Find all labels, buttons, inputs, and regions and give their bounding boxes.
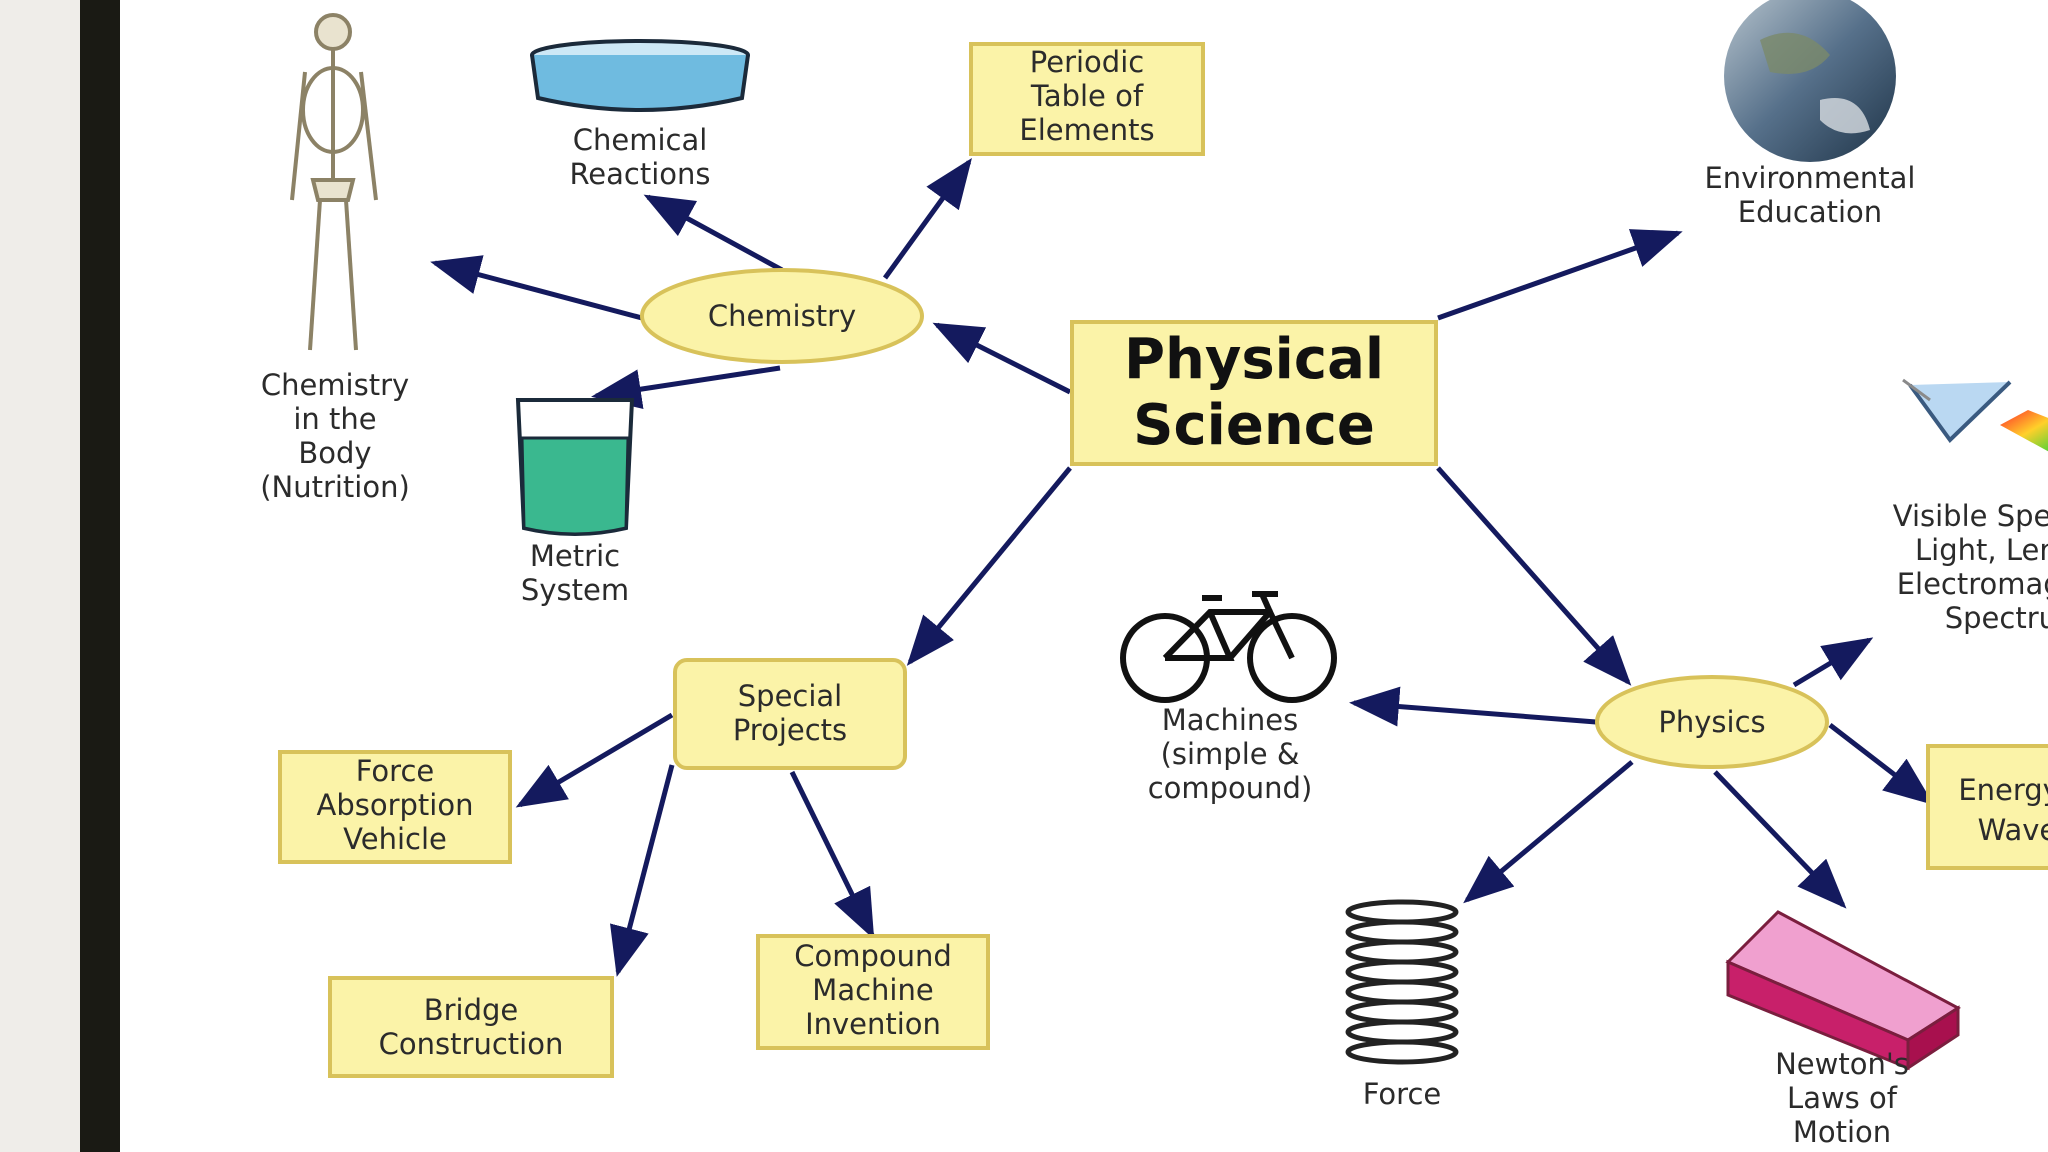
spectrum-line1: Visible Spectrum [1893,499,2048,533]
environmental-line1: Environmental [1704,161,1915,195]
bridge-line2: Construction [379,1027,564,1061]
metric-line2: System [521,573,629,607]
arrow-physics-to-machines [1349,686,1597,727]
beaker-icon [515,398,635,536]
arrow-projects-to-compound [789,770,875,940]
center-node: Physical Science [1070,320,1438,466]
arrow-center-to-special-projects [906,466,1072,666]
bicycle-icon [1120,591,1337,703]
arrow-chemistry-to-reactions [643,194,784,273]
machines-line3: compound) [1148,771,1313,805]
newton-line2: Laws of [1787,1081,1898,1115]
compound-line3: Invention [805,1007,941,1041]
spectrum-line2: Light, Lenses, [1915,533,2048,567]
newton-line3: Motion [1793,1115,1891,1149]
chemistry-hub: Chemistry [640,268,924,364]
earth-icon [1724,0,1896,162]
machines-label: Machines (simple & compound) [1148,703,1313,805]
arrow-chemistry-to-body [430,255,643,321]
arrow-projects-to-force-absorption [515,712,674,808]
chemistry-body-line2: in the [293,402,376,436]
arrow-center-to-physics [1436,466,1632,686]
arrow-physics-to-energy [1828,723,1934,806]
chemistry-hub-label: Chemistry [708,299,856,333]
chemical-reactions-line2: Reactions [569,157,710,191]
bridge-line1: Bridge [424,993,519,1027]
newtons-laws-label: Newton's Laws of Motion [1775,1047,1909,1149]
arrows [430,157,1934,977]
arrow-physics-to-spectrum [1792,637,1874,688]
slide-frame-bar [80,0,120,1152]
concept-map: Physical Science Chemistry Physics Speci… [260,0,2048,1149]
special-projects-hub: Special Projects [673,658,907,770]
energy-line2: Waves [1978,813,2048,847]
force-absorption-line3: Vehicle [343,822,447,856]
force-label: Force [1363,1077,1441,1111]
bridge-box: Bridge Construction [328,976,614,1078]
arrow-center-to-chemistry [932,322,1072,395]
metric-system-label: Metric System [521,539,629,607]
chemical-reactions-line1: Chemical [573,123,708,157]
force-absorption-line1: Force [356,754,434,788]
periodic-line1: Periodic [1030,45,1144,79]
physics-hub-label: Physics [1658,705,1765,739]
chemistry-body-line4: (Nutrition) [260,470,410,504]
special-projects-line1: Special [738,679,843,713]
metric-line1: Metric [530,539,620,573]
force-absorption-line2: Absorption [317,788,474,822]
machines-line1: Machines [1162,703,1299,737]
compound-line1: Compound [794,939,952,973]
chemistry-body-line3: Body [298,436,371,470]
energy-waves-box: Energy & Waves [1926,744,2048,870]
petri-dish-icon [530,39,750,112]
arrow-projects-to-bridge [610,764,675,977]
spectrum-line4: Spectrum [1945,601,2048,635]
center-title-line1: Physical [1124,327,1384,392]
arrow-chemistry-to-periodic [882,157,972,280]
arrow-physics-to-newton [1713,770,1847,909]
chemistry-body-label: Chemistry in the Body (Nutrition) [260,368,410,504]
spectrum-line3: Electromagnetic [1897,567,2048,601]
visible-spectrum-label: Visible Spectrum Light, Lenses, Electrom… [1893,499,2048,635]
newton-line1: Newton's [1775,1047,1909,1081]
spring-icon [1345,899,1459,1065]
force-absorption-box: Force Absorption Vehicle [278,750,512,864]
diagram-canvas: Physical Science Chemistry Physics Speci… [120,0,2048,1152]
energy-line1: Energy & [1958,773,2048,807]
compound-machine-box: Compound Machine Invention [756,934,990,1050]
arrow-physics-to-force [1463,760,1634,904]
physics-hub: Physics [1595,675,1829,769]
skeleton-icon [290,13,378,351]
special-projects-line2: Projects [733,713,847,747]
periodic-line2: Table of [1030,79,1144,113]
ramp-icon [1725,910,1961,1071]
force-line1: Force [1363,1077,1441,1111]
environmental-label: Environmental Education [1704,161,1915,229]
prism-icon [1902,378,2048,452]
environmental-line2: Education [1738,195,1882,229]
chemical-reactions-label: Chemical Reactions [569,123,710,191]
periodic-line3: Elements [1019,113,1154,147]
center-title-line2: Science [1133,393,1375,458]
compound-line2: Machine [812,973,933,1007]
arrow-chemistry-to-metric [591,365,781,410]
chemistry-body-line1: Chemistry [261,368,409,402]
machines-line2: (simple & [1161,737,1300,771]
arrow-center-to-environmental [1437,229,1683,321]
periodic-table-box: Periodic Table of Elements [969,42,1205,156]
